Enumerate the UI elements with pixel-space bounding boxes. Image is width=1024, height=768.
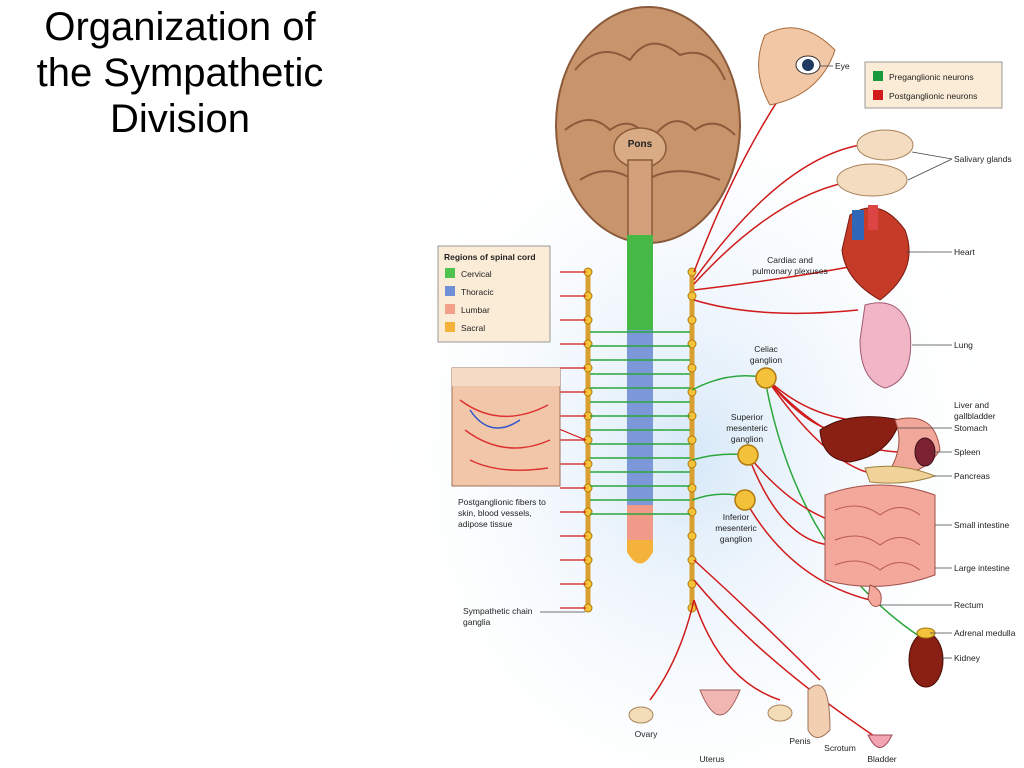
adrenal-label: Adrenal medulla [954,628,1016,638]
neuron-legend [864,61,1003,109]
left-postganglionic-spikes [539,271,587,609]
liver-label-2: gallbladder [954,411,996,421]
celiac-ganglion [755,367,777,389]
pancreas-label: Pancreas [954,471,990,481]
bladder-label: Bladder [867,754,896,764]
spleen-label: Spleen [954,447,981,457]
rectum [867,584,882,607]
small-intestine-label: Small intestine [954,520,1010,530]
rectum-label: Rectum [954,600,983,610]
thoracic-swatch [445,286,455,296]
cardiac-label-2: pulmonary plexuses [752,266,828,276]
sacral-swatch [445,322,455,332]
regions-legend-item: Thoracic [461,287,494,297]
regions-legend-item: Sacral [461,323,485,333]
scrotum-label: Scrotum [824,743,856,753]
spinal-cord [627,235,653,564]
reproductive-organs [628,684,893,748]
slide-title: Organization of the Sympathetic Division [36,5,324,141]
large-intestine-label: Large intestine [954,563,1010,573]
leader-lines [540,65,953,659]
postganglionic-swatch [873,90,883,100]
inferior-label-2: mesenteric [715,523,757,533]
skin-tissue [451,367,561,487]
chain-label-1: Sympathetic chain [463,606,533,616]
inferior-label-1: Inferior [723,512,750,522]
uterus-label: Uterus [699,754,724,764]
neuron-legend-item: Preganglionic neurons [889,72,974,82]
regions-legend-item: Cervical [461,269,492,279]
lung [859,302,912,389]
superior-mesenteric-ganglion [737,444,759,466]
penis-label: Penis [789,736,810,746]
heart [841,205,910,301]
superior-label-1: Superior [731,412,763,422]
liver [819,416,901,463]
skin-label-2: skin, blood vessels, [458,508,532,518]
pons-label: Pons [628,139,653,150]
intestines [824,484,936,587]
heart-label: Heart [954,247,975,257]
neuron-legend-item: Postganglionic neurons [889,91,977,101]
eye [758,27,836,106]
inferior-label-3: ganglion [720,534,752,544]
brain [555,6,741,244]
eye-label: Eye [835,61,850,71]
regions-legend [437,245,551,343]
ovary-label: Ovary [635,729,658,739]
superior-label-3: ganglion [731,434,763,444]
celiac-label-1: Celiac [754,344,778,354]
cardiac-label-1: Cardiac and [767,255,813,265]
preganglionic-swatch [873,71,883,81]
lumbar-swatch [445,304,455,314]
salivary-label: Salivary glands [954,154,1012,164]
celiac-label-2: ganglion [750,355,782,365]
regions-legend-item: Lumbar [461,305,490,315]
stomach-label: Stomach [954,423,988,433]
collateral-ganglia [734,367,777,511]
skin-label-3: adipose tissue [458,519,513,529]
kidney-label: Kidney [954,653,981,663]
lung-label: Lung [954,340,973,350]
salivary-glands [836,129,914,197]
sympathetic-chains [583,267,697,613]
superior-label-2: mesenteric [726,423,768,433]
liver-label-1: Liver and [954,400,989,410]
skin-label-1: Postganglionic fibers to [458,497,546,507]
regions-legend-title: Regions of spinal cord [444,252,536,262]
chain-label-2: ganglia [463,617,491,627]
cervical-swatch [445,268,455,278]
inferior-mesenteric-ganglion [734,489,756,511]
